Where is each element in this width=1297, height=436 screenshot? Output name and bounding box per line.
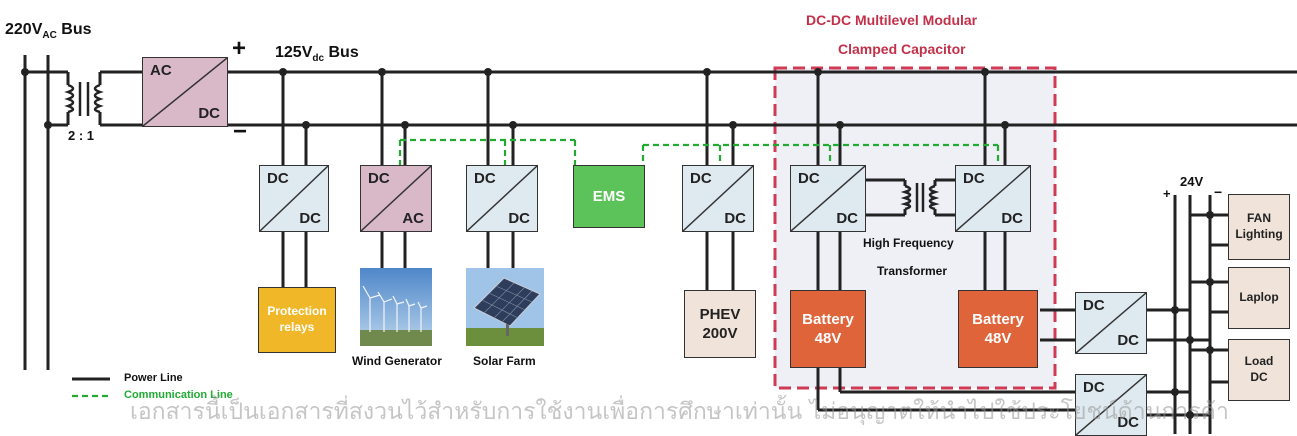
v24-plus: + <box>1163 186 1171 201</box>
plus-sign: + <box>232 35 246 63</box>
minus-sign: − <box>233 118 247 146</box>
ems-block: EMS <box>573 165 645 228</box>
mmcc-title-line2: Clamped Capacitor <box>838 41 966 57</box>
solar-farm-caption: Solar Farm <box>473 354 536 368</box>
mmcc-title-line1: DC-DC Multilevel Modular <box>806 12 977 28</box>
v24-label: 24V <box>1180 174 1203 189</box>
hf-transformer-line2: Transformer <box>877 264 947 278</box>
hf-transformer-line1: High Frequency <box>863 236 954 250</box>
legend-power-label: Power Line <box>124 372 183 384</box>
laptop-load: Laplop <box>1228 267 1290 329</box>
dc-bus-label: 125Vdc Bus <box>275 44 359 64</box>
wind-generator-caption: Wind Generator <box>352 354 442 368</box>
solar-farm-image <box>466 268 544 346</box>
ac-bus-label: 220VAC Bus <box>5 21 92 41</box>
v24-minus: − <box>1214 184 1222 200</box>
watermark-text: เอกสารนี้เป็นเอกสารที่สงวนไว้สำหรับการใช… <box>130 394 1229 430</box>
line-transformer-icon <box>68 82 100 116</box>
wind-generator-image <box>360 268 432 346</box>
transformer-ratio: 2 : 1 <box>68 128 94 143</box>
